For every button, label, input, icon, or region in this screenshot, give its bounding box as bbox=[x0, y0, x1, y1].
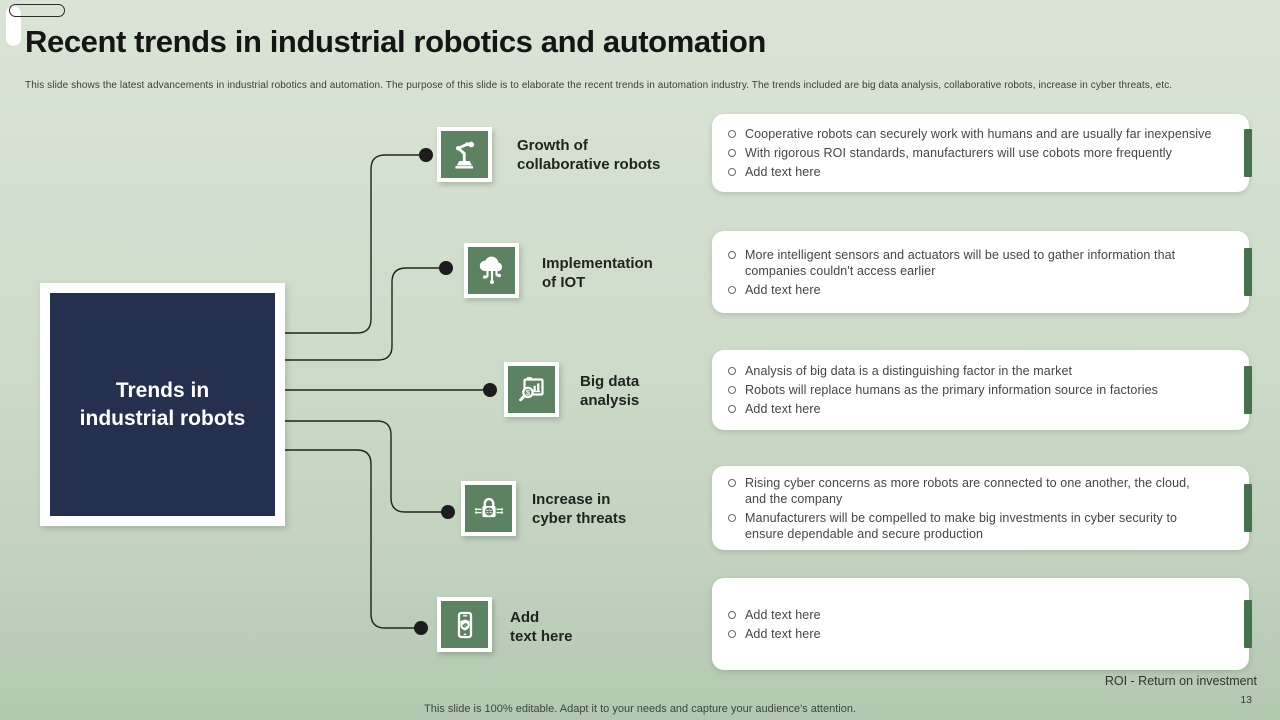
bullet-marker-icon bbox=[728, 250, 736, 259]
trend-label-add-text: Add text here bbox=[510, 608, 573, 646]
big-data-analysis-icon: $ bbox=[504, 362, 559, 417]
accent-bar bbox=[1244, 484, 1252, 532]
bullet-item: Cooperative robots can securely work wit… bbox=[726, 126, 1249, 142]
accent-bar bbox=[1244, 129, 1252, 177]
bullet-text: Manufacturers will be compelled to make … bbox=[745, 510, 1178, 541]
accent-bar bbox=[1244, 600, 1252, 648]
bullet-item: Analysis of big data is a distinguishing… bbox=[726, 363, 1249, 379]
trend-detail-box-iot: More intelligent sensors and actuators w… bbox=[712, 231, 1252, 313]
center-topic-label: Trends in industrial robots bbox=[79, 378, 246, 430]
page-number: 13 bbox=[1240, 694, 1252, 706]
trend-label-line: Big data bbox=[580, 373, 640, 390]
trend-label-line: collaborative robots bbox=[517, 156, 661, 173]
trend-label-line: text here bbox=[510, 628, 573, 645]
trend-label-big-data: Big data analysis bbox=[580, 372, 639, 410]
bullet-item: Add text here bbox=[726, 282, 1249, 298]
bullet-marker-icon bbox=[728, 610, 736, 619]
trend-label-line: Growth of bbox=[517, 137, 588, 154]
bullet-marker-icon bbox=[728, 168, 736, 176]
bullet-text: More intelligent sensors and actuators w… bbox=[745, 247, 1176, 278]
bullet-item: Robots will replace humans as the primar… bbox=[726, 382, 1249, 398]
trend-detail-box-add-text: Add text here Add text here bbox=[712, 578, 1252, 670]
bullet-text: Robots will replace humans as the primar… bbox=[745, 383, 1159, 397]
bullet-text: Add text here bbox=[745, 607, 821, 622]
bullet-item: Rising cyber concerns as more robots are… bbox=[726, 475, 1249, 507]
bullet-text: Add text here bbox=[745, 165, 821, 179]
trend-label-line: cyber threats bbox=[532, 510, 627, 527]
bullet-marker-icon bbox=[728, 513, 736, 522]
trend-label-line: of IOT bbox=[542, 274, 586, 291]
editable-footnote: This slide is 100% editable. Adapt it to… bbox=[424, 703, 856, 715]
trend-label-line: analysis bbox=[580, 392, 640, 409]
bullet-item: Add text here bbox=[726, 607, 1249, 623]
bullet-marker-icon bbox=[728, 285, 736, 294]
bullet-item: Add text here bbox=[726, 401, 1249, 417]
robot-arm-icon bbox=[437, 127, 492, 182]
trend-label-collaborative-robots: Growth of collaborative robots bbox=[517, 136, 660, 174]
trend-detail-box-collaborative-robots: Cooperative robots can securely work wit… bbox=[712, 114, 1252, 192]
page-title: Recent trends in industrial robotics and… bbox=[25, 24, 766, 59]
trend-label-line: Add bbox=[510, 609, 540, 626]
bullet-text: Add text here bbox=[745, 626, 821, 641]
bullet-text: Analysis of big data is a distinguishing… bbox=[745, 364, 1073, 378]
mobile-security-icon bbox=[437, 597, 492, 652]
bullet-item: Add text here bbox=[726, 626, 1249, 642]
bullet-marker-icon bbox=[728, 478, 736, 487]
trend-detail-box-big-data: Analysis of big data is a distinguishing… bbox=[712, 350, 1252, 430]
center-topic-box: Trends in industrial robots bbox=[50, 293, 275, 516]
bullet-marker-icon bbox=[728, 149, 736, 157]
iot-cloud-icon bbox=[464, 243, 519, 298]
roi-abbreviation-note: ROI - Return on investment bbox=[1104, 674, 1257, 688]
bullet-marker-icon bbox=[728, 386, 736, 394]
accent-bar bbox=[1244, 248, 1252, 296]
svg-text:$: $ bbox=[525, 387, 530, 396]
accent-bar bbox=[1244, 366, 1252, 414]
bullet-text: Add text here bbox=[745, 402, 821, 416]
trend-label-cyber-threats: Increase in cyber threats bbox=[532, 490, 626, 528]
decorative-pill-outline bbox=[9, 4, 65, 17]
bullet-item: With rigorous ROI standards, manufacture… bbox=[726, 145, 1249, 161]
trend-label-line: Implementation bbox=[542, 255, 653, 272]
trend-detail-box-cyber-threats: Rising cyber concerns as more robots are… bbox=[712, 466, 1252, 550]
bullet-item: Add text here bbox=[726, 164, 1249, 180]
bullet-item: Manufacturers will be compelled to make … bbox=[726, 510, 1249, 542]
bullet-text: With rigorous ROI standards, manufacture… bbox=[745, 146, 1173, 160]
trend-label-line: Increase in bbox=[532, 491, 611, 508]
slide-description: This slide shows the latest advancements… bbox=[25, 80, 1173, 91]
bullet-marker-icon bbox=[728, 405, 736, 413]
bullet-text: Rising cyber concerns as more robots are… bbox=[745, 475, 1190, 506]
center-topic-frame: Trends in industrial robots bbox=[40, 283, 285, 526]
cyber-lock-icon bbox=[461, 481, 516, 536]
bullet-marker-icon bbox=[728, 629, 736, 638]
bullet-item: More intelligent sensors and actuators w… bbox=[726, 247, 1249, 279]
bullet-marker-icon bbox=[728, 367, 736, 375]
trend-label-iot: Implementation of IOT bbox=[542, 254, 653, 292]
bullet-marker-icon bbox=[728, 130, 736, 138]
bullet-text: Add text here bbox=[745, 282, 821, 297]
bullet-text: Cooperative robots can securely work wit… bbox=[745, 127, 1212, 141]
